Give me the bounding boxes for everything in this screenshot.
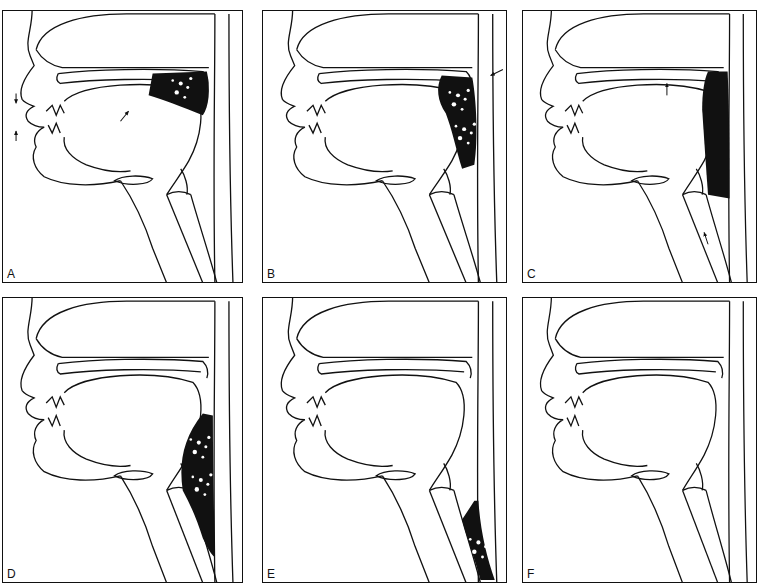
phase-panel: D [2, 297, 243, 583]
panel-letter: E [267, 568, 275, 580]
phase-panel: E [262, 297, 507, 583]
phase-panel: B [262, 10, 507, 283]
swallow-phase-illustration [262, 10, 507, 283]
phase-panel: F [522, 297, 757, 583]
phase-panel: A [2, 10, 243, 283]
panel-letter: D [7, 568, 16, 580]
panel-letter: C [527, 268, 536, 280]
panel-letter: A [7, 268, 15, 280]
panel-letter: F [527, 568, 534, 580]
swallow-phase-illustration [2, 10, 243, 283]
swallow-phase-illustration [262, 297, 507, 583]
swallow-phase-illustration [522, 297, 757, 583]
panel-letter: B [267, 268, 275, 280]
phase-panel: C [522, 10, 757, 283]
swallow-phase-illustration [522, 10, 757, 283]
swallow-phase-illustration [2, 297, 243, 583]
